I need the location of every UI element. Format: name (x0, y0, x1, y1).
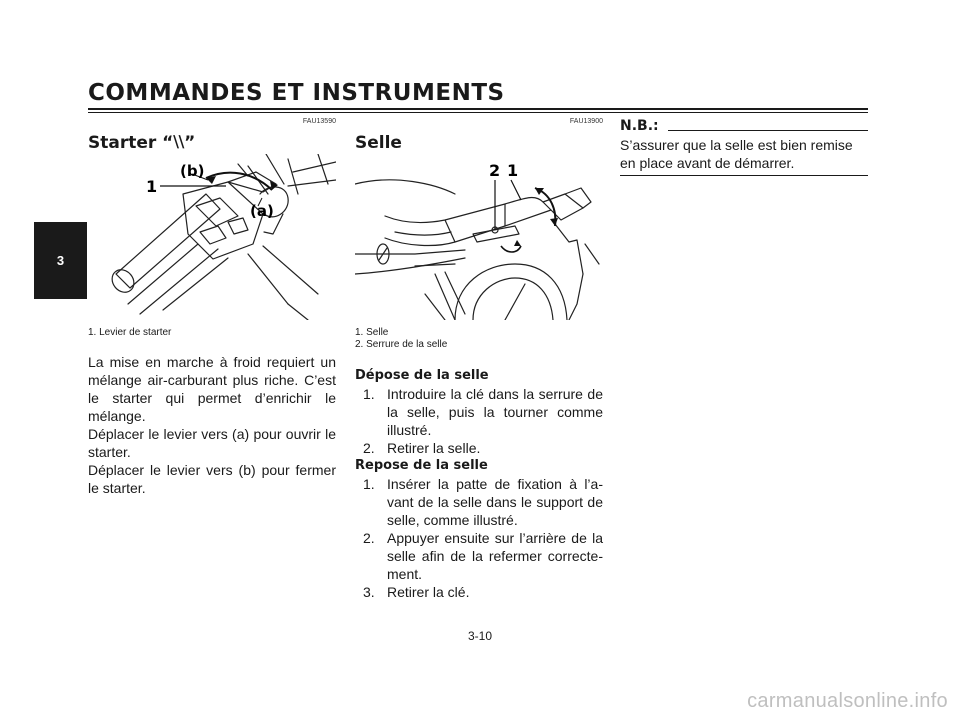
seat-removal-steps: 1.Introduire la clé dans la serrure de l… (355, 385, 603, 457)
starter-paragraph-3: Déplacer le levier vers (b) pour fermer … (88, 462, 336, 496)
list-item: 1.Introduire la clé dans la serrure de l… (363, 386, 603, 438)
seat-title: Selle (355, 133, 402, 153)
caption-seat: 1. Selle (355, 327, 389, 338)
header-rule (88, 108, 868, 110)
note-text: S’assurer que la selle est bien remise e… (620, 137, 853, 171)
callout-1: 1 (507, 161, 518, 180)
seat-figure: 2 1 (355, 154, 603, 320)
note-rule-bottom (620, 175, 868, 176)
header-rule-thin (88, 112, 868, 113)
seat-install-steps: 1.Insérer la patte de fixation à l’a-van… (355, 475, 603, 601)
starter-description: La mise en marche à froid requiert un mé… (88, 353, 336, 497)
list-item: 2.Appuyer ensuite sur l’arrière de la se… (363, 530, 603, 582)
watermark: carmanualsonline.info (747, 690, 948, 712)
seat-install-heading: Repose de la selle (355, 458, 488, 473)
starter-title: Starter “⧵⧵” (88, 133, 196, 153)
page-header-title: COMMANDES ET INSTRUMENTS (88, 80, 505, 106)
seat-illustration: 2 1 (355, 161, 600, 320)
callout-1: 1 (146, 177, 157, 196)
list-item: 1.Insérer la patte de fixation à l’a-van… (363, 476, 603, 528)
caption-seat-lock: 2. Serrure de la selle (355, 339, 448, 350)
reference-code: FAU13590 (302, 118, 336, 125)
note-rule-top (668, 130, 868, 131)
handlebar-illustration: 1 (b) (a) (111, 154, 336, 320)
starter-lever-figure: 1 (b) (a) (88, 154, 336, 320)
seat-removal-heading: Dépose de la selle (355, 368, 489, 383)
starter-paragraph-1: La mise en marche à froid requiert un mé… (88, 354, 336, 424)
seat-instructions: Dépose de la selle 1.Introduire la clé d… (355, 367, 603, 601)
starter-paragraph-2: Déplacer le levier vers (a) pour ouvrir … (88, 426, 336, 460)
callout-a: (a) (250, 202, 274, 220)
callout-b: (b) (180, 162, 204, 180)
starter-figure-caption: 1. Levier de starter (88, 327, 172, 338)
page-number: 3-10 (467, 629, 493, 643)
list-item: 3.Retirer la clé. (363, 584, 470, 600)
reference-code: FAU13900 (569, 118, 603, 125)
callout-2: 2 (489, 161, 500, 180)
chapter-tab: 3 (34, 222, 87, 299)
list-item: 2.Retirer la selle. (363, 440, 481, 456)
seat-figure-caption: 1. Selle 2. Serrure de la selle (355, 327, 447, 351)
note-label: N.B.: (620, 118, 659, 134)
